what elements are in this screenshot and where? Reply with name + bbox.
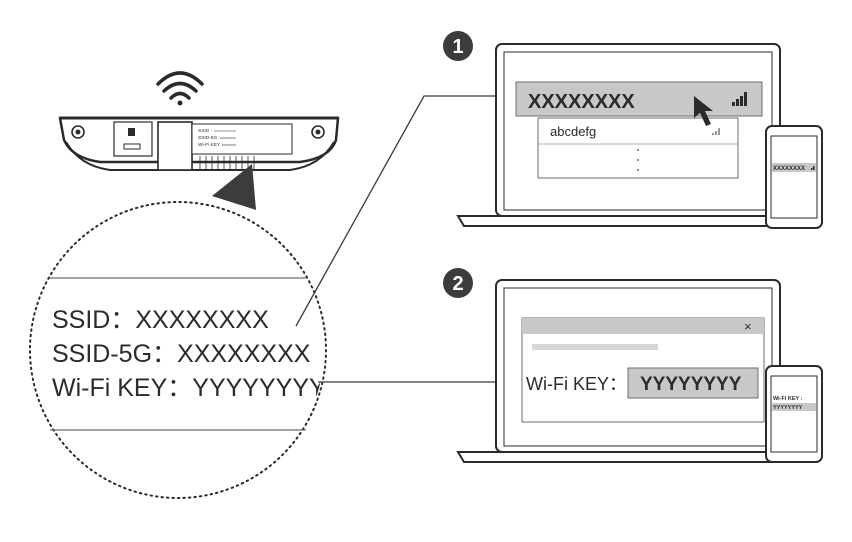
network-item-other-name: abcdefg [550, 124, 596, 139]
laptop2-base [456, 451, 820, 463]
mouse-cursor-icon [694, 96, 713, 126]
network-item-selected[interactable] [515, 81, 763, 117]
wifi-key-label: Wi-Fi KEY： [526, 374, 627, 394]
pointer-arrow-icon [212, 164, 256, 210]
phone2-key-label: Wi-Fi KEY : [773, 396, 803, 402]
network-item-other[interactable]: abcdefg [550, 124, 720, 139]
network-list [537, 117, 739, 179]
magnified-ssid-line: SSID：XXXXXXXX [52, 306, 269, 334]
step2-number: 2 [452, 273, 463, 295]
phone2-key-value[interactable]: YYYYYYYY [773, 405, 803, 411]
router: SSID : SSID-5G : Wi-Fi KEY : [58, 71, 340, 210]
step1-badge [443, 31, 473, 61]
phone1-network-name: XXXXXXXX [773, 166, 805, 172]
router-port-right [311, 125, 325, 139]
router-cover [157, 121, 193, 171]
network-list-more [637, 149, 639, 171]
router-ssid5g-label: SSID-5G : [198, 135, 220, 141]
wifi-key-field[interactable] [627, 367, 759, 399]
router-wifikey-label: Wi-Fi KEY : [198, 142, 223, 148]
connector-ssid [295, 95, 516, 327]
signal-strength-icon [712, 128, 720, 135]
router-sim-slot [113, 121, 153, 157]
wifi-key-value: YYYYYYYY [640, 374, 742, 395]
magnified-label: SSID：XXXXXXXX SSID-5G：XXXXXXXX Wi-Fi KEY… [29, 201, 327, 499]
step1-number: 1 [452, 36, 463, 58]
wifi-icon [156, 71, 204, 106]
router-label-plate [191, 123, 293, 155]
magnified-wifikey-line: Wi-Fi KEY：YYYYYYYY [52, 374, 326, 402]
network-item-selected-name: XXXXXXXX [528, 91, 635, 113]
step2: 2 × Wi-Fi KEY： YYYYYYYY Wi-Fi KEY : YYYY… [443, 268, 823, 463]
step1: 1 XXXXXXXX abcdefg [443, 31, 823, 229]
dialog-titlebar [522, 318, 764, 334]
close-icon[interactable]: × [744, 319, 752, 334]
signal-strength-icon [732, 92, 747, 106]
router-ssid-label: SSID : [198, 128, 212, 134]
router-port-left [71, 125, 85, 139]
dialog-placeholder-bar [532, 344, 658, 350]
laptop1-base [456, 215, 820, 227]
magnified-ssid5g-line: SSID-5G：XXXXXXXX [52, 340, 311, 368]
step2-badge [443, 268, 473, 298]
